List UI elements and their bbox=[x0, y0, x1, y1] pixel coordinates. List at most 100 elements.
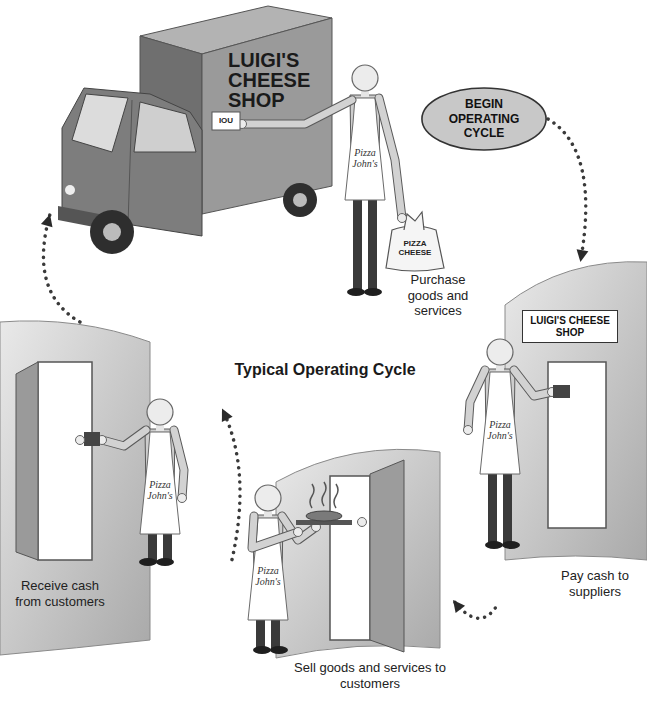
apron-logo: Pizza John's bbox=[141, 480, 179, 501]
step-caption: Pay cash to suppliers bbox=[550, 568, 640, 599]
apron-logo: Pizza John's bbox=[481, 420, 519, 441]
delivery-truck bbox=[72, 94, 128, 152]
paying-worker bbox=[514, 370, 552, 396]
customer-wall bbox=[370, 460, 404, 652]
receiving-worker bbox=[174, 430, 184, 498]
bag-knot bbox=[404, 212, 424, 230]
receiving-worker bbox=[174, 430, 184, 498]
serving-worker bbox=[253, 646, 271, 654]
steam bbox=[310, 484, 314, 508]
serving-worker bbox=[255, 485, 281, 511]
paying-worker bbox=[464, 426, 473, 435]
paying-worker bbox=[503, 470, 512, 545]
serving-worker bbox=[252, 516, 298, 548]
truck-lettering: LUIGI'S CHEESE SHOP bbox=[228, 50, 332, 110]
arrow-head bbox=[41, 214, 53, 227]
steam bbox=[310, 482, 338, 508]
shop-worker bbox=[379, 98, 402, 218]
collection-wall bbox=[0, 321, 150, 655]
shop-worker bbox=[352, 65, 378, 91]
receiving-worker bbox=[148, 530, 157, 562]
step-caption: Receive cash from customers bbox=[8, 578, 112, 609]
serving-worker bbox=[256, 616, 265, 650]
delivery-truck bbox=[90, 210, 134, 254]
serving-worker bbox=[270, 646, 288, 654]
apron-logo: Pizza John's bbox=[345, 148, 385, 169]
cash bbox=[84, 432, 100, 446]
dotted-line bbox=[43, 214, 79, 322]
pizza-tray bbox=[306, 511, 342, 521]
start-text: BEGIN OPERATING CYCLE bbox=[432, 97, 536, 140]
supplier-wall bbox=[505, 262, 647, 560]
cash bbox=[76, 432, 101, 446]
shop-worker bbox=[353, 196, 362, 292]
customer-wall bbox=[330, 476, 370, 640]
cash bbox=[76, 436, 85, 445]
supplier-wall bbox=[505, 262, 647, 560]
receiving-worker bbox=[139, 558, 157, 566]
receiving-worker bbox=[102, 430, 146, 446]
dotted-line bbox=[548, 119, 586, 262]
customer-wall bbox=[276, 449, 440, 658]
serving-worker bbox=[248, 485, 321, 654]
receiving-worker bbox=[102, 430, 146, 446]
shop-worker bbox=[379, 98, 402, 218]
paying-worker bbox=[480, 372, 520, 474]
arrow-head bbox=[222, 409, 233, 422]
paying-worker bbox=[485, 541, 503, 549]
serving-worker bbox=[271, 616, 280, 650]
collection-wall bbox=[0, 321, 150, 655]
paying-worker bbox=[487, 339, 513, 365]
dotted-line bbox=[453, 600, 495, 618]
cheese-bag bbox=[386, 212, 444, 271]
cycle-arrow bbox=[41, 214, 80, 322]
collection-wall bbox=[16, 362, 38, 560]
cash bbox=[553, 385, 570, 398]
receiving-worker bbox=[147, 399, 173, 425]
cycle-arrow bbox=[222, 409, 240, 560]
iou-note bbox=[212, 112, 240, 130]
diagram-title: Typical Operating Cycle bbox=[222, 360, 428, 379]
pizza-tray bbox=[358, 518, 367, 527]
bag-label: PIZZA CHEESE bbox=[388, 240, 442, 258]
receiving-worker bbox=[156, 558, 174, 566]
delivery-truck bbox=[128, 100, 132, 225]
cycle-arrow bbox=[548, 119, 588, 262]
cash bbox=[553, 385, 570, 398]
arrow-head bbox=[453, 600, 465, 613]
delivery-truck bbox=[134, 102, 196, 152]
cheese-bag bbox=[386, 226, 444, 271]
paying-worker bbox=[488, 470, 497, 545]
shop-worker bbox=[364, 288, 382, 296]
supplier-wall bbox=[548, 362, 606, 528]
receiving-worker bbox=[98, 399, 187, 566]
arrow-head bbox=[577, 249, 589, 262]
iou-note bbox=[212, 112, 240, 130]
serving-worker bbox=[294, 528, 303, 537]
shop-sign: LUIGI'S CHEESE SHOP bbox=[522, 310, 618, 343]
apron-logo: Pizza John's bbox=[249, 566, 287, 587]
delivery-truck bbox=[58, 6, 332, 254]
dotted-line bbox=[222, 409, 240, 560]
delivery-truck bbox=[103, 223, 121, 241]
delivery-truck bbox=[65, 185, 75, 195]
pizza-tray bbox=[296, 511, 367, 527]
shop-worker bbox=[398, 214, 407, 223]
shop-worker bbox=[368, 196, 377, 292]
note-text: IOU bbox=[212, 117, 240, 125]
paying-worker bbox=[514, 370, 552, 396]
paying-worker bbox=[468, 370, 485, 430]
step-caption: Purchase goods and services bbox=[392, 272, 484, 319]
start-ellipse: BEGIN OPERATING CYCLE bbox=[420, 86, 548, 152]
step-caption: Sell goods and services to customers bbox=[290, 660, 450, 691]
collection-station: Receive cash from customers bbox=[0, 322, 222, 655]
steam bbox=[334, 484, 338, 508]
steam bbox=[322, 482, 326, 506]
paying-worker bbox=[502, 541, 520, 549]
delivery-truck bbox=[283, 183, 317, 217]
start-ellipse-outline bbox=[422, 88, 546, 150]
customer-wall bbox=[276, 449, 440, 658]
receiving-worker bbox=[163, 530, 172, 562]
cycle-arrow bbox=[453, 600, 495, 618]
